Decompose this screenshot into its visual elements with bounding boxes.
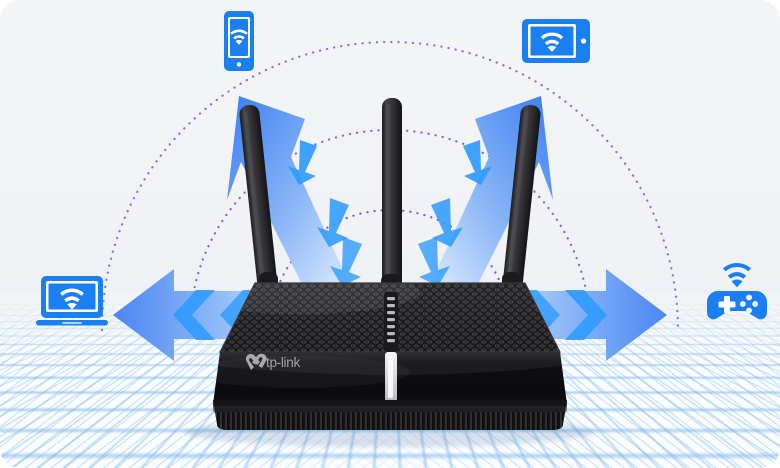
laptop-wifi-icon[interactable] — [35, 275, 109, 327]
antenna-left-icon — [239, 104, 278, 298]
tablet-wifi-icon[interactable] — [521, 18, 591, 64]
svg-text:tp-link: tp-link — [266, 355, 300, 370]
antenna-right-icon — [502, 104, 541, 298]
antenna-center-icon — [381, 98, 402, 300]
led-light-pipe — [385, 352, 397, 402]
gamepad-buttons — [739, 294, 759, 314]
gamepad-dpad — [718, 296, 736, 313]
gamepad-wifi-arcs — [723, 263, 751, 288]
gamepad-body — [707, 291, 767, 320]
tp-link-logo: tp-link — [245, 353, 301, 370]
router-top-panel — [219, 282, 561, 353]
smartphone-wifi-icon[interactable] — [217, 10, 261, 72]
gamepad-wifi-icon[interactable] — [706, 262, 768, 328]
led-indicator-strip — [384, 292, 398, 352]
router-base — [213, 400, 567, 430]
